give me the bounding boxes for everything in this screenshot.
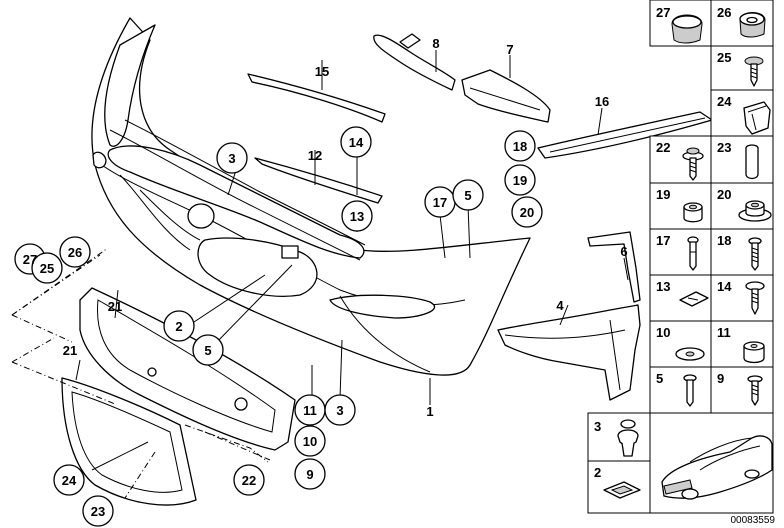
callout-9: 9 — [306, 467, 313, 482]
part-15-strip — [247, 73, 386, 123]
callout-14: 14 — [349, 135, 364, 150]
grid-label-5: 5 — [656, 371, 663, 386]
part-27-grommet — [671, 14, 703, 44]
callout-16: 16 — [595, 94, 609, 109]
part-17-rivet — [687, 236, 699, 271]
grid-label-9: 9 — [717, 371, 724, 386]
callout-12: 12 — [308, 148, 322, 163]
part-18-bolt — [748, 237, 762, 271]
part-14-screw — [745, 281, 765, 315]
grid-label-13: 13 — [656, 279, 670, 294]
small-parts-grid: 27 26 25 24 22 23 19 20 17 18 13 14 10 1… — [587, 0, 774, 514]
grid-label-17: 17 — [656, 233, 670, 248]
part-12-strip — [254, 157, 383, 204]
part-25-screw — [744, 56, 764, 87]
callout-26: 26 — [68, 245, 82, 260]
part-20-grommet — [738, 200, 772, 222]
grid-label-23: 23 — [717, 140, 731, 155]
grid-label-18: 18 — [717, 233, 731, 248]
callout-8: 8 — [432, 36, 439, 51]
callout-25: 25 — [40, 261, 54, 276]
callout-5a: 5 — [464, 188, 471, 203]
callout-1: 1 — [426, 404, 433, 419]
reference-lines — [11, 247, 271, 499]
front-bumper — [91, 17, 531, 376]
callout-7: 7 — [506, 42, 513, 57]
part-5-rivet — [683, 374, 697, 407]
grid-label-25: 25 — [717, 50, 731, 65]
callout-3b: 3 — [336, 403, 343, 418]
grid-label-14: 14 — [717, 279, 732, 294]
callout-22: 22 — [242, 473, 256, 488]
part-26-cap — [739, 12, 766, 38]
callout-labels: 15 12 3 14 13 8 7 16 18 19 20 17 5 6 4 2… — [23, 36, 628, 519]
grid-label-3: 3 — [594, 419, 601, 434]
grid-label-27: 27 — [656, 5, 670, 20]
grid-label-22: 22 — [656, 140, 670, 155]
part-8-bracket — [373, 34, 456, 91]
reference-number: 00083559 — [731, 515, 776, 526]
part-9-screw — [747, 375, 763, 406]
part-19-bushing — [683, 202, 703, 223]
part-3-clip — [617, 419, 639, 457]
leader-lines — [75, 50, 629, 471]
part-7-bracket — [461, 69, 551, 123]
vehicle-location-thumbnail — [661, 435, 773, 500]
part-13-clip — [679, 291, 709, 307]
callout-21a: 21 — [108, 299, 122, 314]
part-4-bracket — [497, 304, 641, 401]
callout-24: 24 — [62, 473, 77, 488]
callout-18: 18 — [513, 139, 527, 154]
callout-2: 2 — [175, 319, 182, 334]
part-2-clip-nut — [603, 481, 641, 499]
callout-5b: 5 — [204, 343, 211, 358]
grid-label-24: 24 — [717, 94, 732, 109]
part-24-clip-nut — [743, 101, 771, 135]
callout-4: 4 — [556, 298, 564, 313]
callout-6: 6 — [620, 244, 627, 259]
callout-10: 10 — [303, 434, 317, 449]
part-23-pin — [745, 144, 759, 180]
callout-11: 11 — [303, 403, 317, 418]
callout-19: 19 — [513, 173, 527, 188]
callout-3a: 3 — [228, 151, 235, 166]
callout-13: 13 — [350, 209, 364, 224]
part-6-bracket — [587, 231, 641, 303]
license-plate-bracket-lower — [61, 377, 197, 506]
callout-15: 15 — [315, 64, 329, 79]
callout-27: 27 — [23, 252, 37, 267]
grid-label-26: 26 — [717, 5, 731, 20]
callout-rings — [14, 126, 543, 527]
grid-label-19: 19 — [656, 187, 670, 202]
callout-20: 20 — [520, 205, 534, 220]
callout-23: 23 — [91, 504, 105, 519]
grid-label-20: 20 — [717, 187, 731, 202]
part-22-screw — [682, 147, 704, 181]
part-10-washer — [675, 347, 705, 361]
grid-label-10: 10 — [656, 325, 670, 340]
callout-21b: 21 — [63, 343, 77, 358]
part-11-spacer — [743, 341, 765, 364]
grid-label-2: 2 — [594, 465, 601, 480]
grid-label-11: 11 — [717, 325, 731, 340]
callout-17: 17 — [433, 195, 447, 210]
